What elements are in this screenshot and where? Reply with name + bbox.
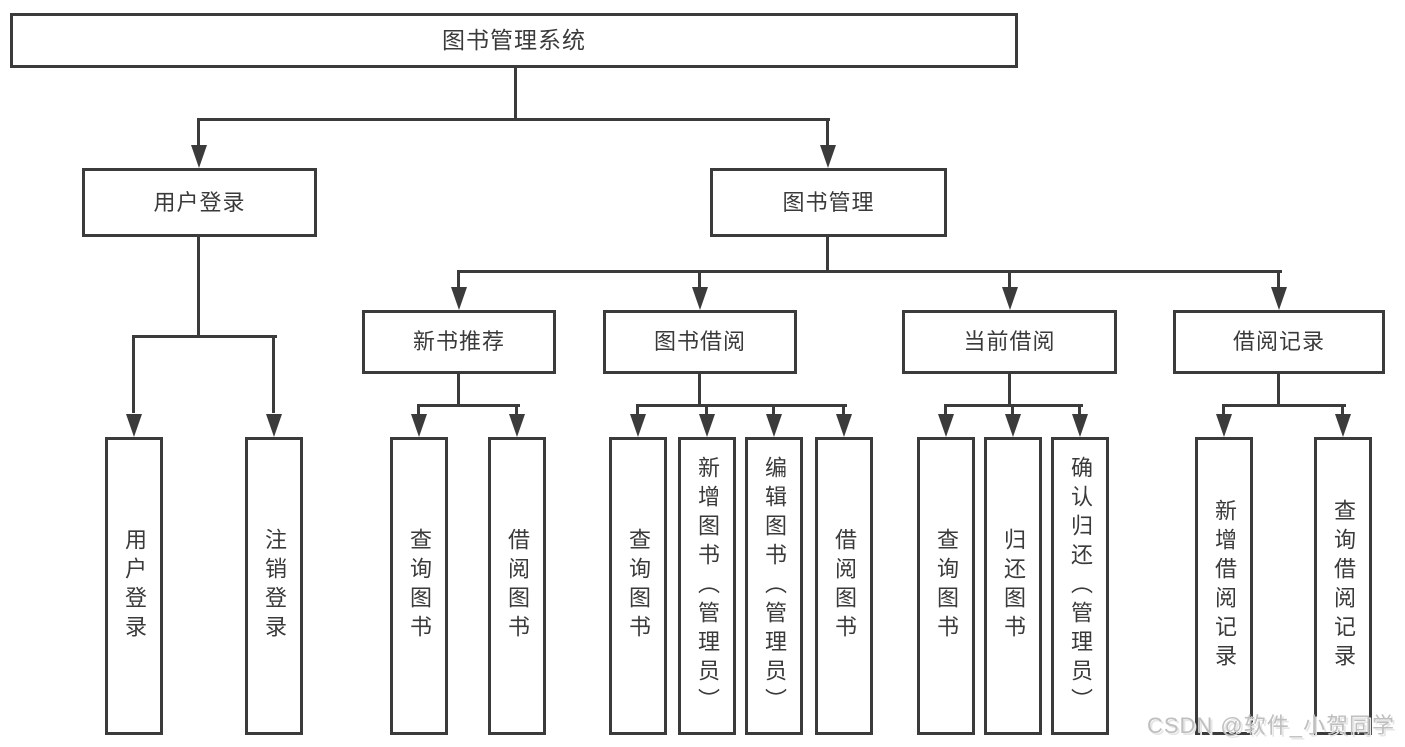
connector-line-v — [826, 118, 829, 148]
connector-line-v — [1078, 404, 1081, 416]
connector-line-v — [698, 270, 701, 290]
arrow-down-icon — [126, 414, 142, 437]
connector-line-v — [417, 404, 420, 416]
leaf-add-borrow-record: 新增借阅记录 — [1195, 437, 1253, 735]
connector-line-v — [842, 404, 845, 416]
arrow-down-icon — [1002, 287, 1018, 310]
leaf-add-book-admin: 新增图书（管理员） — [678, 437, 736, 735]
node-borrowing-records: 借阅记录 — [1173, 310, 1385, 374]
arrow-down-icon — [630, 414, 646, 437]
arrow-down-icon — [509, 414, 525, 437]
leaf-logout-login: 注销登录 — [245, 437, 303, 735]
arrow-down-icon — [411, 414, 427, 437]
connector-line-v — [698, 374, 701, 404]
connector-line-v — [1277, 374, 1280, 404]
arrow-down-icon — [766, 414, 782, 437]
connector-line-h — [636, 404, 847, 407]
connector-line-v — [197, 237, 200, 335]
leaf-edit-book-admin: 编辑图书（管理员） — [745, 437, 803, 735]
leaf-query-books-current: 查询图书 — [917, 437, 975, 735]
connector-line-v — [132, 335, 135, 413]
leaf-borrow-books-recommendation: 借阅图书 — [488, 437, 546, 735]
connector-line-v — [1277, 270, 1280, 290]
leaf-query-books-recommendation: 查询图书 — [390, 437, 448, 735]
node-current-borrowing: 当前借阅 — [902, 310, 1117, 374]
node-book-borrowing: 图书借阅 — [603, 310, 797, 374]
connector-line-v — [272, 335, 275, 413]
node-book-management: 图书管理 — [710, 168, 947, 237]
node-new-book-recommendation: 新书推荐 — [362, 310, 556, 374]
connector-line-v — [1341, 404, 1344, 416]
connector-line-h — [457, 270, 1282, 273]
watermark: CSDN @软件_小贺同学 — [1146, 713, 1395, 738]
connector-line-v — [457, 270, 460, 290]
arrow-down-icon — [1005, 414, 1021, 437]
leaf-return-books: 归还图书 — [984, 437, 1042, 735]
connector-line-v — [197, 118, 200, 148]
connector-line-h — [132, 335, 277, 338]
connector-line-v — [944, 404, 947, 416]
arrow-down-icon — [1216, 414, 1232, 437]
connector-line-h — [417, 404, 520, 407]
arrow-down-icon — [1271, 287, 1287, 310]
arrow-down-icon — [836, 414, 852, 437]
arrow-down-icon — [266, 414, 282, 437]
arrow-down-icon — [451, 287, 467, 310]
connector-line-v — [705, 404, 708, 416]
connector-line-v — [457, 374, 460, 404]
connector-line-h — [1222, 404, 1346, 407]
leaf-borrow-books-borrowing: 借阅图书 — [815, 437, 873, 735]
connector-line-v — [1222, 404, 1225, 416]
connector-line-v — [826, 237, 829, 270]
leaf-confirm-return-admin: 确认归还（管理员） — [1051, 437, 1109, 735]
connector-line-v — [1011, 404, 1014, 416]
arrow-down-icon — [699, 414, 715, 437]
arrow-down-icon — [1335, 414, 1351, 437]
arrow-down-icon — [692, 287, 708, 310]
connector-line-v — [1008, 270, 1011, 290]
leaf-user-login: 用户登录 — [105, 437, 163, 735]
leaf-query-borrow-record: 查询借阅记录 — [1314, 437, 1372, 735]
arrow-down-icon — [938, 414, 954, 437]
arrow-down-icon — [1072, 414, 1088, 437]
connector-line-v — [1008, 374, 1011, 404]
arrow-down-icon — [820, 145, 836, 168]
node-library-management-system: 图书管理系统 — [10, 13, 1018, 68]
connector-line-v — [772, 404, 775, 416]
connector-line-v — [515, 404, 518, 416]
arrow-down-icon — [191, 145, 207, 168]
node-user-login: 用户登录 — [82, 168, 317, 237]
connector-line-h — [198, 118, 830, 121]
leaf-query-books-borrowing: 查询图书 — [609, 437, 667, 735]
connector-line-v — [514, 68, 517, 119]
connector-line-v — [636, 404, 639, 416]
